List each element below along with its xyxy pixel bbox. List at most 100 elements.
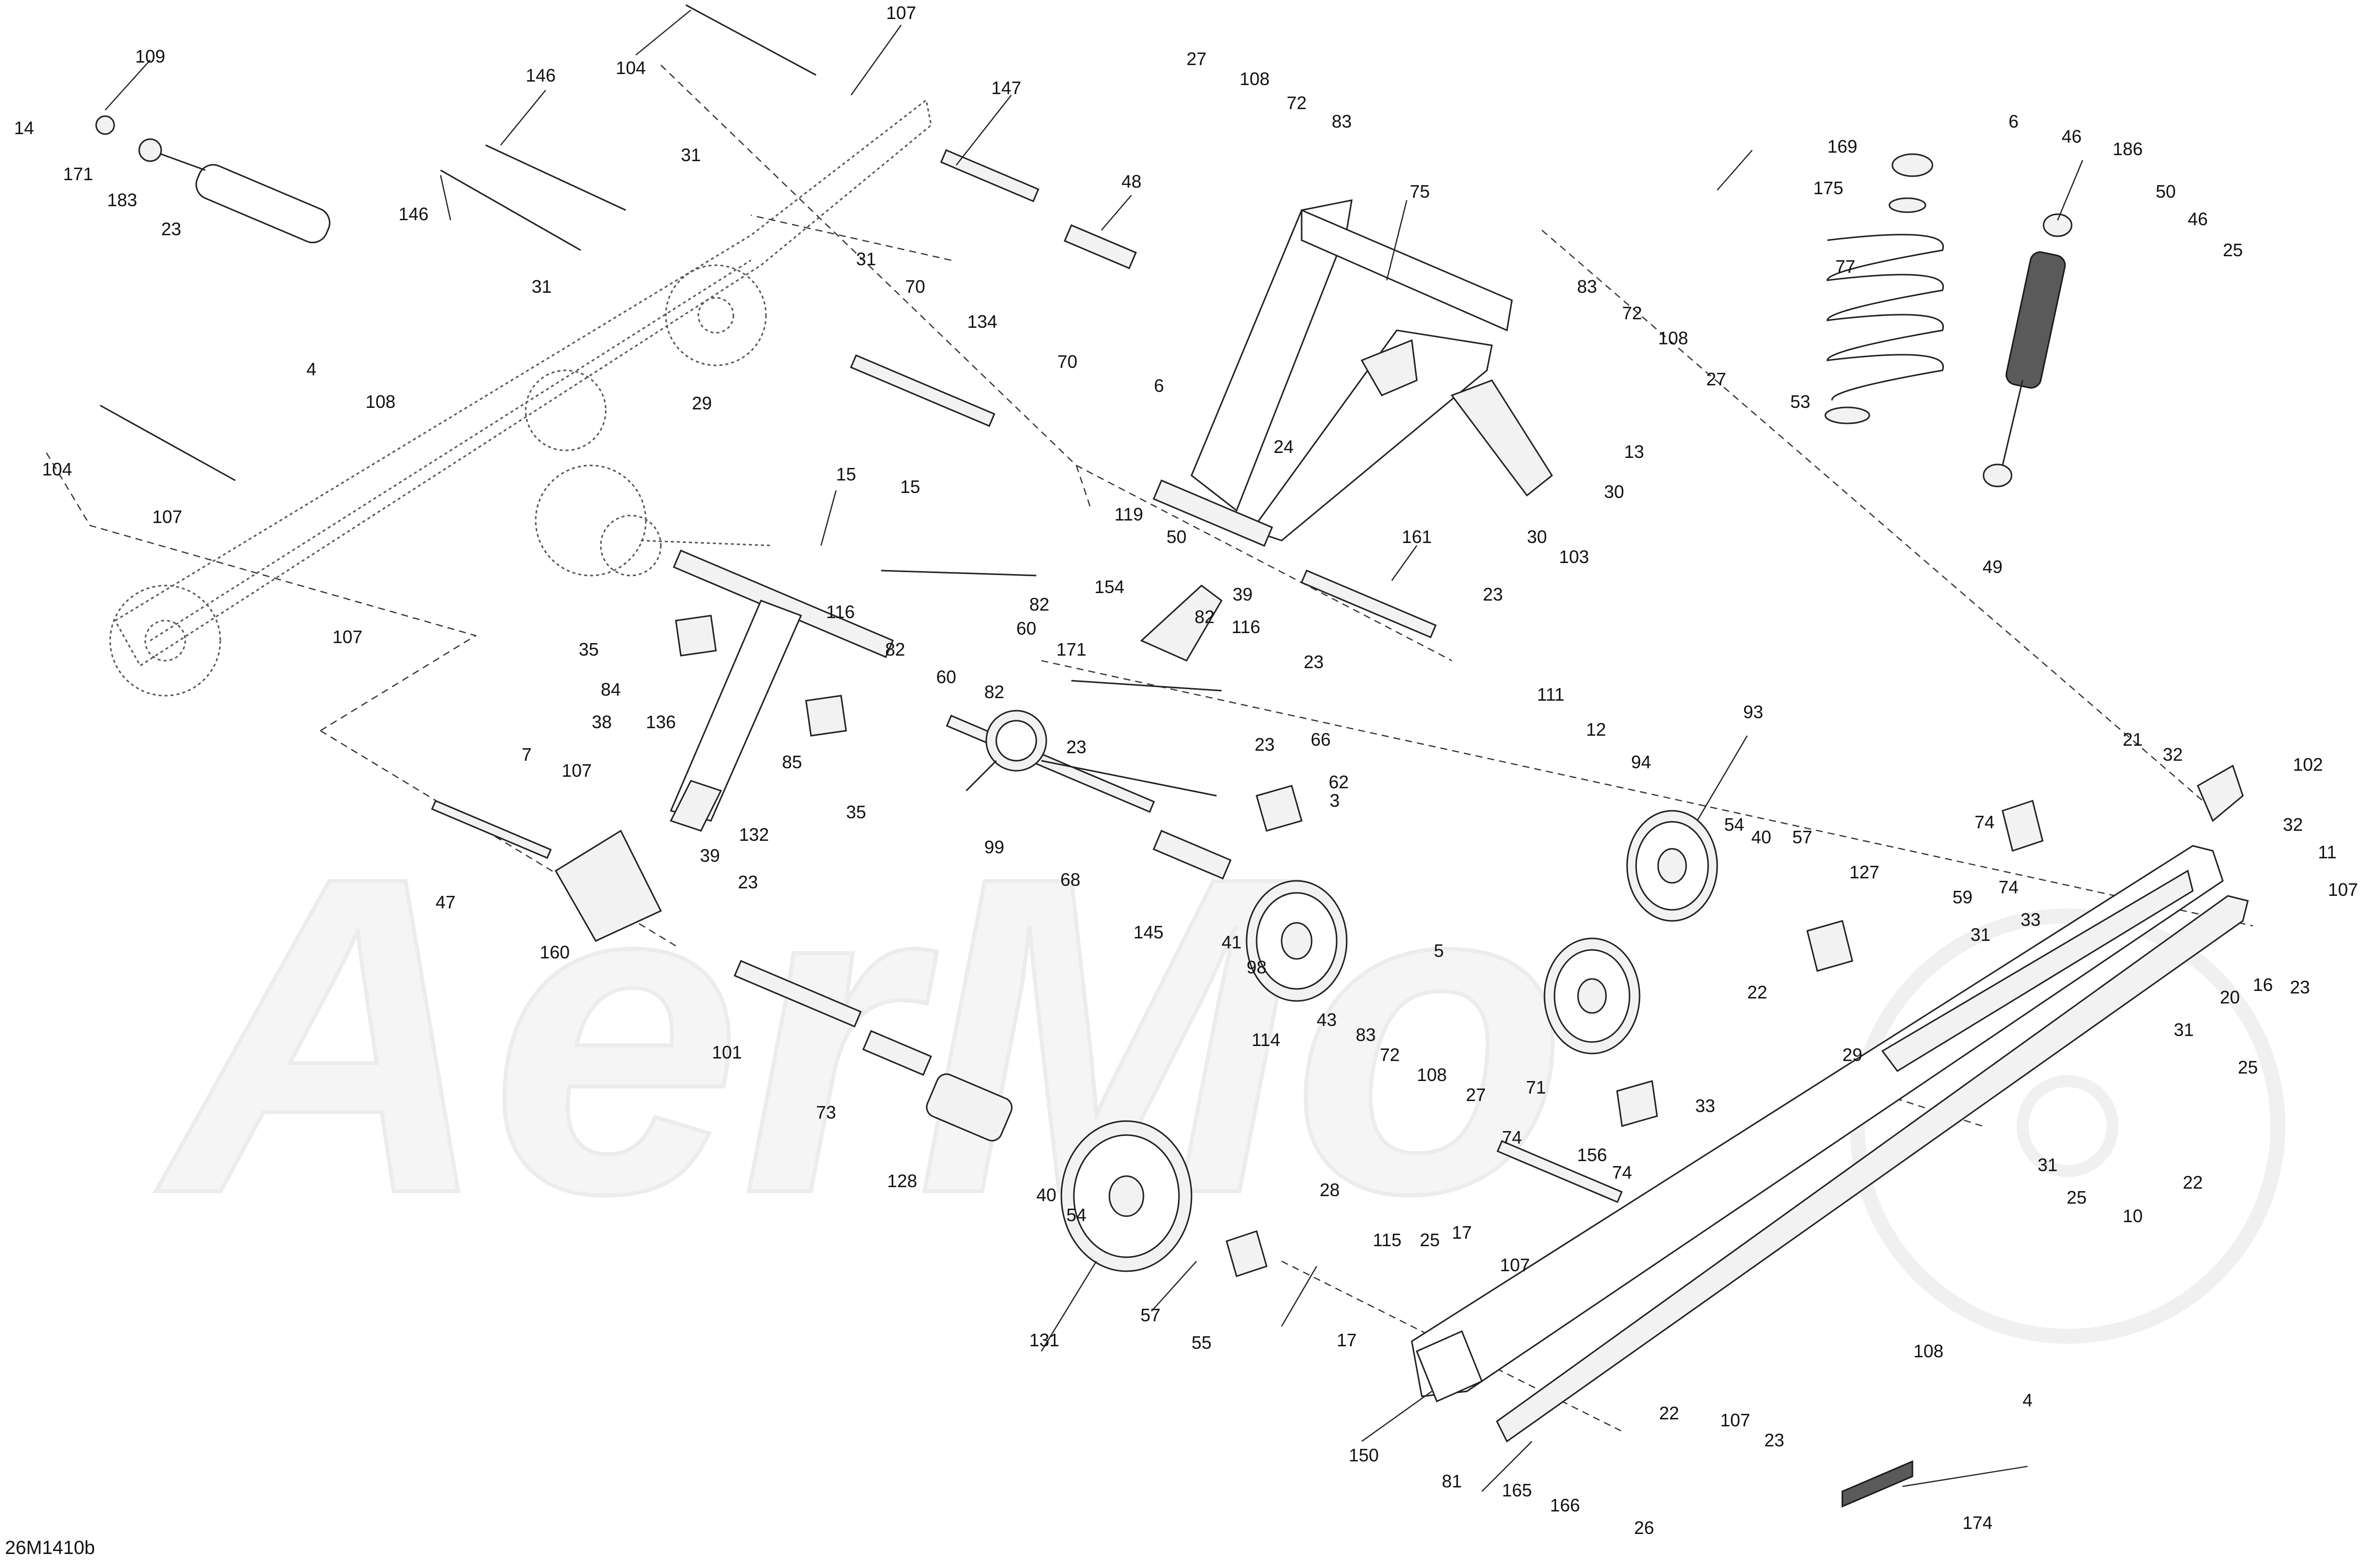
- tube-101: [733, 960, 862, 1028]
- callout-23: 23: [1764, 1430, 1784, 1450]
- callout-101: 101: [712, 1042, 742, 1063]
- callout-23: 23: [1483, 584, 1503, 605]
- rail-81: [1496, 895, 2249, 1443]
- wheels: [1060, 810, 1718, 1272]
- watermark: AerMo: [149, 781, 2285, 1344]
- callout-4: 4: [306, 359, 316, 379]
- callout-48: 48: [1121, 171, 1141, 192]
- callout-74: 74: [1999, 877, 2019, 897]
- wheel-93: [1626, 810, 1718, 922]
- callout-10: 10: [2123, 1206, 2143, 1226]
- tube-73: [862, 1030, 932, 1076]
- callout-93: 93: [1743, 702, 1763, 722]
- callout-60: 60: [1016, 618, 1036, 639]
- callout-85: 85: [782, 752, 802, 772]
- shock-absorber-186: [1983, 213, 2073, 487]
- callout-15: 15: [900, 476, 920, 497]
- callout-24: 24: [1274, 436, 1294, 457]
- callout-23: 23: [161, 219, 181, 239]
- callout-171: 171: [63, 164, 93, 184]
- callout-23: 23: [1066, 737, 1086, 757]
- callout-107: 107: [562, 760, 592, 781]
- callout-107: 107: [152, 506, 182, 527]
- shaft-104-lower: [100, 404, 236, 481]
- callout-50: 50: [1166, 527, 1187, 547]
- callout-23: 23: [1304, 652, 1324, 672]
- callout-39: 39: [700, 845, 720, 866]
- callout-29: 29: [692, 393, 712, 413]
- callout-104: 104: [42, 459, 72, 479]
- callout-50: 50: [2156, 181, 2176, 202]
- callout-73: 73: [816, 1102, 836, 1123]
- callout-28: 28: [1320, 1180, 1340, 1200]
- callout-55: 55: [1192, 1332, 1212, 1353]
- callout-labels: 107 104 109 14 171 183 23 146 146 31 31 …: [14, 3, 2358, 1538]
- callout-136: 136: [646, 712, 676, 732]
- callout-62: 62: [1329, 772, 1349, 792]
- callout-82: 82: [984, 682, 1004, 702]
- callout-128: 128: [887, 1171, 917, 1191]
- callout-160: 160: [540, 942, 570, 962]
- callout-108: 108: [1913, 1341, 1943, 1361]
- callout-82: 82: [885, 639, 905, 660]
- shaft-146-top: [485, 144, 626, 211]
- spring-77: [1824, 153, 1944, 424]
- callout-17: 17: [1337, 1330, 1357, 1350]
- callout-82: 82: [1195, 607, 1215, 627]
- block-84: [675, 615, 717, 657]
- callout-14: 14: [14, 118, 34, 138]
- callout-38: 38: [592, 712, 612, 732]
- callout-169: 169: [1827, 136, 1857, 157]
- callout-70: 70: [905, 276, 925, 297]
- callout-22: 22: [1747, 982, 1767, 1002]
- callout-171: 171: [1056, 639, 1086, 660]
- pivot-block-160: [554, 829, 662, 942]
- callout-132: 132: [739, 824, 769, 845]
- callout-23: 23: [2290, 977, 2310, 997]
- callout-27: 27: [1187, 49, 1207, 69]
- callout-16: 16: [2253, 974, 2273, 995]
- callout-104: 104: [616, 58, 646, 78]
- block-127: [1806, 920, 1853, 972]
- callout-175: 175: [1813, 178, 1843, 198]
- callout-35: 35: [579, 639, 599, 660]
- callout-11: 11: [2318, 842, 2336, 862]
- block-55: [1226, 1230, 1268, 1277]
- callout-186: 186: [2113, 139, 2143, 159]
- tube-128: [926, 1073, 1013, 1142]
- callout-22: 22: [2183, 1172, 2203, 1193]
- block-59: [2002, 800, 2044, 852]
- callout-115: 115: [1373, 1230, 1401, 1250]
- slide-rails: [1411, 764, 2249, 1443]
- callout-116: 116: [1232, 617, 1260, 637]
- callout-25: 25: [2238, 1057, 2258, 1078]
- shock-183: [95, 115, 330, 244]
- rail-section-upper: [1881, 869, 2194, 1072]
- callout-161: 161: [1402, 527, 1432, 547]
- block-85: [805, 695, 847, 737]
- callout-99: 99: [984, 837, 1004, 857]
- callout-15: 15: [836, 464, 856, 484]
- callout-109: 109: [135, 46, 165, 67]
- callout-183: 183: [107, 190, 137, 210]
- callout-57: 57: [1792, 827, 1812, 847]
- callout-98: 98: [1247, 957, 1267, 977]
- callout-6: 6: [1154, 375, 1164, 396]
- callout-43: 43: [1317, 1009, 1337, 1030]
- callout-114: 114: [1252, 1029, 1280, 1050]
- callout-107: 107: [886, 3, 916, 23]
- callout-25: 25: [2067, 1187, 2087, 1208]
- callout-103: 103: [1559, 547, 1589, 567]
- leader-lines: [105, 10, 2084, 1492]
- callout-40: 40: [1036, 1185, 1056, 1205]
- callout-107: 107: [1720, 1410, 1750, 1430]
- callout-33: 33: [2021, 909, 2041, 930]
- callout-77: 77: [1835, 256, 1855, 277]
- callout-31: 31: [1970, 924, 1991, 945]
- front-arm-132: [669, 550, 894, 832]
- callout-84: 84: [601, 679, 621, 700]
- shaft-47: [431, 800, 552, 859]
- callout-60: 60: [936, 667, 956, 687]
- callout-82: 82: [1029, 594, 1049, 615]
